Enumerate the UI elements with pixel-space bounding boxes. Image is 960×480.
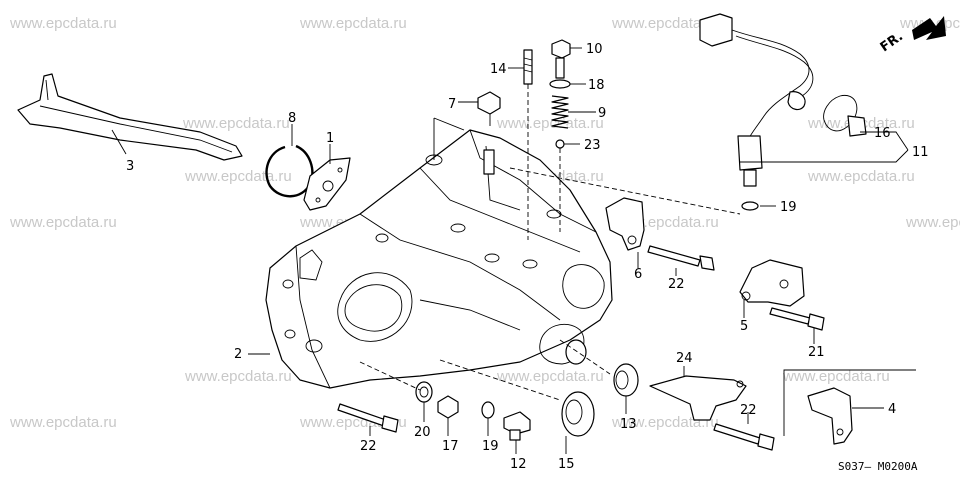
part-15-oil-seal <box>561 391 595 437</box>
part-19-washer-lower <box>481 401 495 419</box>
part-12-plug-bolt <box>503 411 531 441</box>
watermark: www.epcdata.ru <box>9 15 117 32</box>
part-11-sensor-harness <box>699 13 867 211</box>
callout-23: 23 <box>584 138 601 153</box>
watermark: www.epcdata.ru <box>807 168 915 185</box>
front-arrow-icon <box>912 16 946 40</box>
watermark: www.epcdata.ru <box>299 15 407 32</box>
callout-6: 6 <box>634 267 642 282</box>
callout-13: 13 <box>620 417 637 432</box>
front-label: FR. <box>878 29 906 55</box>
diagram-code: S037— M0200A <box>838 460 918 473</box>
watermark: www.epcdata.ru <box>182 115 290 132</box>
watermark: www.epcdata.ru <box>9 414 117 431</box>
part-17-drain-plug <box>437 395 459 419</box>
bolt-22-right <box>713 423 775 451</box>
callout-19-lower: 19 <box>482 439 499 454</box>
callout-labels: 3 8 1 7 14 10 18 9 23 16 11 19 6 22 5 21… <box>126 42 929 472</box>
callout-11: 11 <box>912 145 929 160</box>
callout-22-left: 22 <box>360 439 377 454</box>
bolt-22-upper <box>647 245 715 271</box>
callout-4: 4 <box>888 402 896 417</box>
callout-12: 12 <box>510 457 527 472</box>
callout-1: 1 <box>326 131 334 146</box>
watermark: www.epcdata.ru <box>611 414 719 431</box>
part-6-bracket <box>605 197 645 251</box>
part-20-washer <box>415 381 433 403</box>
callout-14: 14 <box>490 62 507 77</box>
callout-10: 10 <box>586 42 603 57</box>
callout-5: 5 <box>740 319 748 334</box>
watermark: www.epcdata.ru <box>496 115 604 132</box>
callout-9: 9 <box>598 106 606 121</box>
watermark: www.epcdata.ru <box>184 368 292 385</box>
part-5-bracket <box>739 259 805 307</box>
watermark: www.epcdata.ru <box>184 168 292 185</box>
callout-8: 8 <box>288 111 296 126</box>
callout-16: 16 <box>874 126 891 141</box>
callout-19-upper: 19 <box>780 200 797 215</box>
callout-17: 17 <box>442 439 459 454</box>
part-13-seal <box>613 363 639 397</box>
bolt-21 <box>769 307 825 331</box>
part-seal-ring <box>565 339 587 365</box>
watermark: www.epcdata.ru <box>611 15 719 32</box>
watermark: www.epcdata.ru <box>9 214 117 231</box>
part-1-oil-guide-plate <box>303 157 351 211</box>
callout-24: 24 <box>676 351 693 366</box>
callout-15: 15 <box>558 457 575 472</box>
callout-18: 18 <box>588 78 605 93</box>
part-4-bracket <box>783 369 916 445</box>
callout-22-upper: 22 <box>668 277 685 292</box>
watermark: www.epcdata.ru <box>782 368 890 385</box>
part-24-bracket <box>649 375 747 421</box>
callout-3: 3 <box>126 159 134 174</box>
part-7-breather <box>477 91 501 175</box>
part-8-snap-ring <box>265 144 314 198</box>
leader-lines <box>111 47 909 454</box>
part-3-bracket-strip <box>17 73 243 161</box>
watermark: www.epcdata.ru <box>496 368 604 385</box>
callout-2: 2 <box>234 347 242 362</box>
callout-22-right: 22 <box>740 403 757 418</box>
callout-7: 7 <box>448 97 456 112</box>
watermark: www.epcdata.ru <box>905 214 960 231</box>
bolt-22-left <box>337 403 399 433</box>
part-stack-14-10-18-9-23 <box>523 39 571 240</box>
callout-21: 21 <box>808 345 825 360</box>
callout-20: 20 <box>414 425 431 440</box>
